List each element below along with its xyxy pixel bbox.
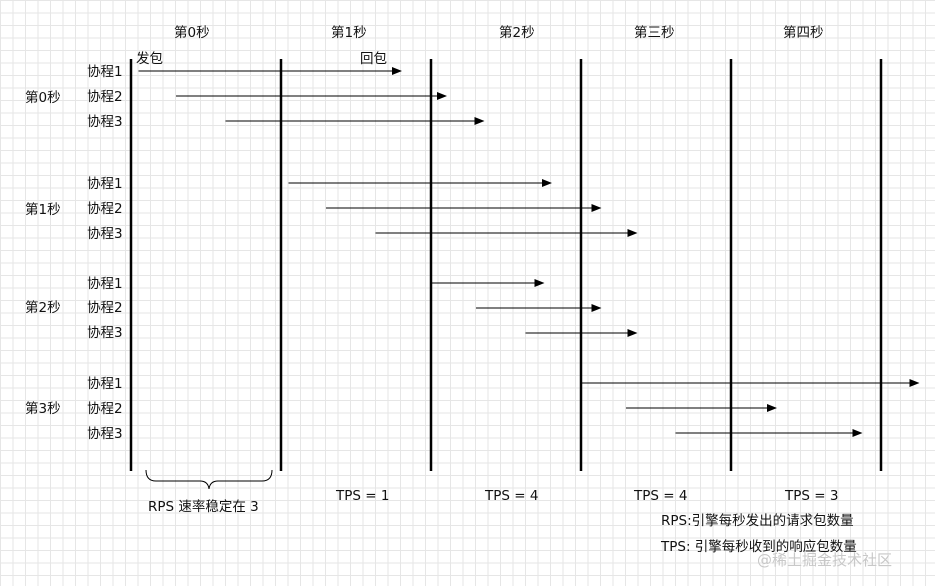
tps-label-3: TPS = 4 <box>634 488 688 504</box>
coroutine-label: 协程3 <box>87 325 123 341</box>
row-group-label: 第0秒 <box>25 90 61 106</box>
row-group-label: 第2秒 <box>25 300 61 316</box>
second-header-0: 第0秒 <box>174 25 210 41</box>
coroutine-label: 协程1 <box>87 376 123 392</box>
tps-label-2: TPS = 4 <box>485 488 539 504</box>
coroutine-label: 协程2 <box>87 201 123 217</box>
coroutine-label: 协程1 <box>87 64 123 80</box>
rps-note: RPS 速率稳定在 3 <box>148 499 259 515</box>
coroutine-label: 协程2 <box>87 401 123 417</box>
second-header-4: 第四秒 <box>783 25 824 41</box>
coroutine-label: 协程3 <box>87 426 123 442</box>
second-header-2: 第2秒 <box>499 25 535 41</box>
row-group-label: 第1秒 <box>25 202 61 218</box>
send-label: 发包 <box>136 51 163 67</box>
coroutine-label: 协程1 <box>87 176 123 192</box>
coroutine-label: 协程3 <box>87 226 123 242</box>
second-header-1: 第1秒 <box>331 25 367 41</box>
second-header-3: 第三秒 <box>634 25 675 41</box>
coroutine-label: 协程3 <box>87 114 123 130</box>
coroutine-label: 协程1 <box>87 276 123 292</box>
legend-tps: TPS: 引擎每秒收到的响应包数量 <box>661 539 857 555</box>
rps-brace <box>145 469 273 490</box>
coroutine-label: 协程2 <box>87 300 123 316</box>
row-group-label: 第3秒 <box>25 401 61 417</box>
recv-label: 回包 <box>360 51 387 67</box>
coroutine-label: 协程2 <box>87 89 123 105</box>
tps-label-1: TPS = 1 <box>336 488 390 504</box>
tps-label-4: TPS = 3 <box>785 488 839 504</box>
legend-rps: RPS:引擎每秒发出的请求包数量 <box>661 513 854 529</box>
watermark: @稀土掘金技术社区 <box>757 551 893 569</box>
